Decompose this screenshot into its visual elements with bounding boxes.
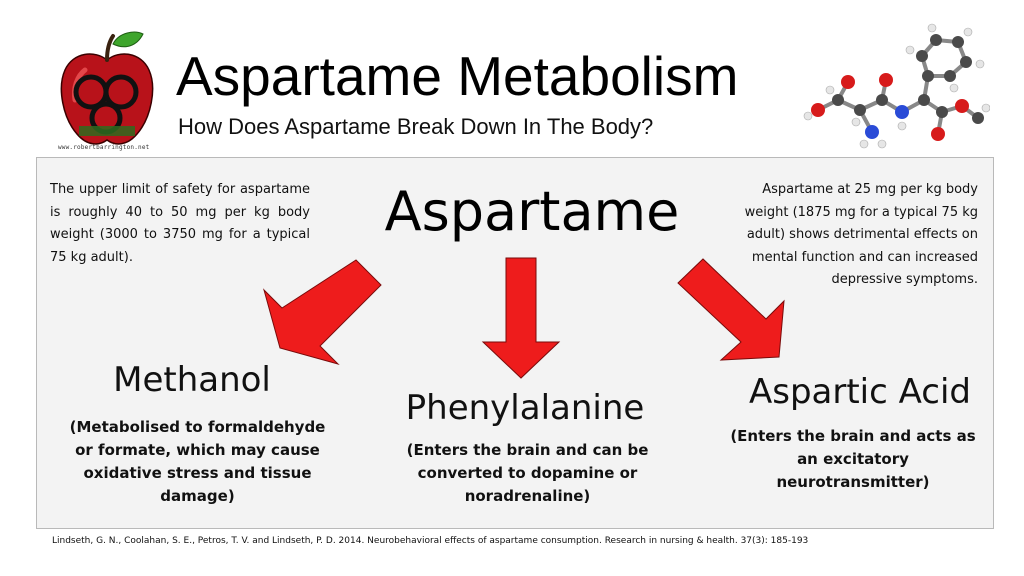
aspartic-acid-description: (Enters the brain and acts as an excitat… <box>730 427 976 491</box>
aspartic-acid-node: Aspartic Acid <box>748 372 972 412</box>
citation: Lindseth, G. N., Coolahan, S. E., Petros… <box>52 536 809 546</box>
page-subtitle: How Does Aspartame Break Down In The Bod… <box>178 114 654 139</box>
page-title: Aspartame Metabolism <box>176 45 739 107</box>
methanol-node: Methanol <box>113 360 271 400</box>
methanol-description: (Metabolised to formaldehyde or formate,… <box>69 418 326 505</box>
phenylalanine-description: (Enters the brain and can be converted t… <box>406 441 649 505</box>
aspartame-node: Aspartame <box>384 180 680 243</box>
aspartame-molecule-icon <box>803 23 990 149</box>
phenylalanine-node: Phenylalanine <box>405 388 645 428</box>
detrimental-effects-note: Aspartame at 25 mg per kg body weight (1… <box>744 182 978 287</box>
apple-logo-icon <box>60 31 154 145</box>
safety-limit-note: The upper limit of safety for aspartame … <box>50 182 310 265</box>
logo-url: www.robertbarrington.net <box>58 144 150 151</box>
